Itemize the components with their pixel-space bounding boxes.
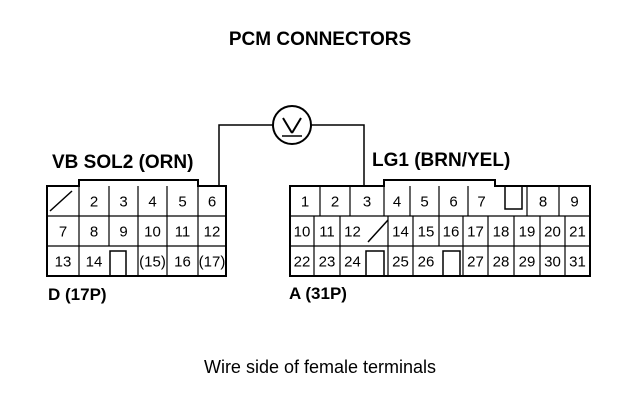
test-lead-right (311, 124, 365, 186)
terminal-pin-12: 12 (344, 224, 361, 241)
terminal-pin-4: 4 (393, 194, 401, 211)
terminal-pin-27: 27 (467, 254, 484, 271)
terminal-pin-15: (15) (139, 254, 166, 271)
terminal-pin-7: 7 (59, 224, 67, 241)
connector-d: 2 3 4 5 6 7 8 9 10 11 12 13 14 (15) 16 (17) (46, 179, 227, 277)
terminal-pin-26: 26 (418, 254, 435, 271)
terminal-pin-7: 7 (477, 194, 485, 211)
test-lead-left (218, 124, 273, 186)
terminal-pin-31: 31 (569, 254, 586, 271)
terminal-pin-10: 10 (144, 224, 161, 241)
terminal-pin-8: 8 (539, 194, 547, 211)
terminal-pin-15: 15 (418, 224, 435, 241)
terminal-pin-2: 2 (331, 194, 339, 211)
terminal-pin-22: 22 (294, 254, 311, 271)
terminal-pin-21: 21 (569, 224, 586, 241)
blocked-cavity-mark (49, 190, 73, 212)
terminal-pin-3: 3 (363, 194, 371, 211)
voltmeter-icon (272, 105, 312, 145)
key-slot (504, 186, 523, 210)
terminal-pin-9: 9 (119, 224, 127, 241)
terminal-pin-4: 4 (148, 194, 156, 211)
terminal-pin-20: 20 (544, 224, 561, 241)
terminal-pin-29: 29 (519, 254, 536, 271)
connector-a-label: A (31P) (289, 284, 347, 303)
terminal-pin-5: 5 (178, 194, 186, 211)
terminal-pin-12: 12 (204, 224, 221, 241)
lock-tab (365, 250, 385, 276)
terminal-pin-24: 24 (344, 254, 361, 271)
terminal-pin-17: 17 (467, 224, 484, 241)
terminal-pin-16: 16 (443, 224, 460, 241)
lock-tab (442, 250, 461, 276)
terminal-pin-6: 6 (449, 194, 457, 211)
terminal-pin-19: 19 (519, 224, 536, 241)
terminal-pin-10: 10 (294, 224, 311, 241)
terminal-pin-14: 14 (86, 254, 103, 271)
terminal-pin-3: 3 (119, 194, 127, 211)
connector-d-label: D (17P) (48, 285, 107, 304)
terminal-pin-9: 9 (570, 194, 578, 211)
terminal-pin-30: 30 (544, 254, 561, 271)
lock-tab (109, 250, 127, 276)
terminal-pin-5: 5 (420, 194, 428, 211)
terminal-pin-23: 23 (319, 254, 336, 271)
terminal-pin-2: 2 (90, 194, 98, 211)
wire-label-lg1: LG1 (BRN/YEL) (372, 150, 511, 171)
wire-label-vb-sol2: VB SOL2 (ORN) (52, 152, 194, 173)
terminal-pin-1: 1 (301, 194, 309, 211)
terminal-pin-14: 14 (392, 224, 409, 241)
terminal-pin-11: 11 (319, 224, 335, 241)
terminal-pin-28: 28 (493, 254, 510, 271)
terminal-pin-8: 8 (90, 224, 98, 241)
terminal-pin-17: (17) (199, 254, 226, 271)
terminal-pin-18: 18 (493, 224, 510, 241)
terminal-pin-6: 6 (208, 194, 216, 211)
diagram-title: PCM CONNECTORS (228, 29, 412, 50)
diagram-caption: Wire side of female terminals (203, 357, 437, 377)
terminal-pin-13: 13 (55, 254, 72, 271)
terminal-pin-11: 11 (175, 224, 191, 241)
terminal-pin-25: 25 (392, 254, 409, 271)
blocked-cavity-mark (367, 219, 389, 243)
terminal-pin-16: 16 (174, 254, 191, 271)
